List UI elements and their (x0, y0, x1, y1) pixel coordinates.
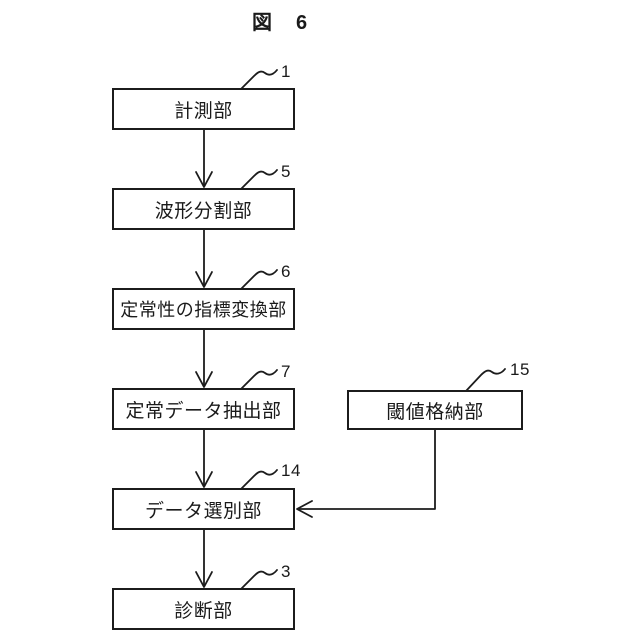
node-threshold-storage-label: 閾値格納部 (386, 401, 484, 423)
ref-numeral-waveform-division: 5 (281, 162, 291, 181)
leader-line-6 (240, 269, 278, 290)
node-stationarity-conversion-label: 定常性の指標変換部 (120, 300, 287, 320)
ref-numeral-stationarity-conversion: 6 (281, 262, 291, 281)
leader-line-1 (240, 69, 278, 90)
figure-title: 図 6 (252, 12, 310, 34)
ref-numeral-measurement: 1 (281, 62, 291, 81)
node-measurement-label: 計測部 (174, 100, 233, 122)
ref-numeral-data-selection: 14 (281, 461, 301, 480)
node-threshold-storage: 閾値格納部 (347, 390, 523, 430)
leader-line-14 (240, 469, 278, 490)
node-diagnosis-label: 診断部 (174, 600, 233, 622)
leader-line-7 (240, 369, 278, 390)
node-stationarity-conversion: 定常性の指標変換部 (112, 288, 295, 330)
node-diagnosis: 診断部 (112, 588, 295, 630)
arrowhead-2 (195, 271, 213, 288)
leader-line-15 (465, 368, 506, 392)
node-data-selection: データ選別部 (112, 488, 295, 530)
arrowhead-3 (195, 371, 213, 388)
node-stationary-extraction: 定常データ抽出部 (112, 388, 295, 430)
leader-line-5 (240, 169, 278, 190)
node-stationary-extraction-label: 定常データ抽出部 (125, 400, 282, 422)
node-waveform-division: 波形分割部 (112, 188, 295, 230)
arrowhead-left (296, 500, 313, 518)
arrowhead-5 (195, 571, 213, 588)
ref-numeral-diagnosis: 3 (281, 562, 291, 581)
leader-line-3 (240, 569, 278, 590)
ref-numeral-threshold-storage: 15 (510, 360, 530, 379)
arrow-threshold-to-selection (297, 429, 436, 510)
ref-numeral-stationary-extraction: 7 (281, 362, 291, 381)
node-data-selection-label: データ選別部 (144, 500, 262, 522)
arrowhead-1 (195, 171, 213, 188)
node-waveform-division-label: 波形分割部 (154, 200, 253, 222)
node-measurement: 計測部 (112, 88, 295, 130)
arrowhead-4 (195, 471, 213, 488)
